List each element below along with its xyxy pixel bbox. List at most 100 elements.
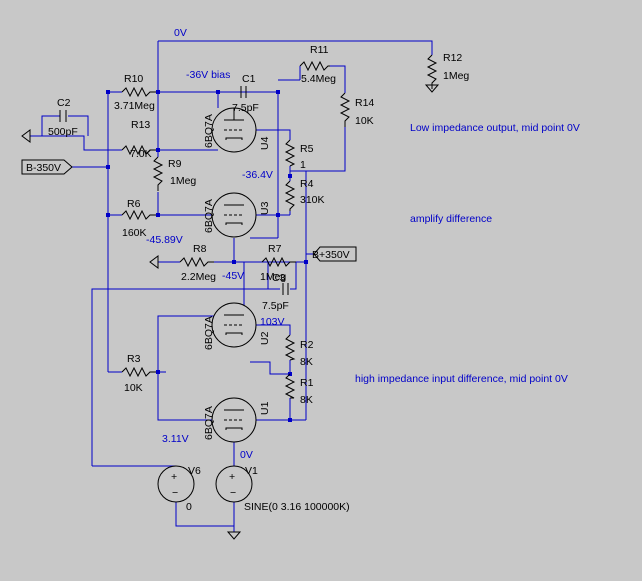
ground-c2-icon — [21, 129, 31, 143]
port-flags — [21, 159, 357, 262]
port-b-plus-flag — [313, 246, 357, 262]
port-b-plus-label: B+350V — [312, 249, 350, 261]
tube-u3-symbol — [211, 192, 257, 238]
v6-symbol: + − — [157, 465, 195, 503]
c1-name: C1 — [242, 73, 256, 85]
port-b-minus-label: B-350V — [26, 162, 61, 174]
ground-r8-icon — [149, 255, 159, 269]
v6-name: V6 — [188, 465, 201, 477]
r12-value: 1Meg — [443, 70, 469, 82]
u2-name: U2 — [259, 331, 271, 345]
svg-text:−: − — [172, 487, 178, 499]
r5-name: R5 — [300, 143, 314, 155]
svg-text:−: − — [230, 487, 236, 499]
node-label-v364: -36.4V — [242, 169, 273, 181]
c1-value: 7.5pF — [232, 102, 259, 114]
r4-symbol — [284, 180, 296, 211]
v1-symbol: + − — [215, 465, 253, 503]
r13-value: 7.0K — [130, 148, 152, 160]
r1-name: R1 — [300, 377, 314, 389]
r7-symbol — [261, 256, 296, 268]
r11-value: 5.4Meg — [301, 73, 336, 85]
r9-name: R9 — [168, 158, 182, 170]
c2-value: 500pF — [48, 126, 78, 138]
c1-symbol — [240, 86, 247, 98]
tube-u4-symbol — [211, 107, 257, 153]
u4-name: U4 — [259, 136, 271, 150]
v6-value: 0 — [186, 501, 192, 513]
r6-symbol — [121, 209, 156, 221]
r11-symbol — [299, 60, 330, 72]
tube-u2-symbol — [211, 302, 257, 348]
r4-value: 310K — [300, 194, 325, 206]
r9-symbol — [152, 156, 164, 191]
node-label-zero-bottom: 0V — [240, 449, 253, 461]
v1-name: V1 — [245, 465, 258, 477]
ground-bottom-icon — [226, 531, 242, 540]
c3-symbol — [282, 283, 289, 295]
r11-name: R11 — [310, 44, 329, 56]
resistors — [121, 54, 438, 399]
r7-name: R7 — [268, 243, 282, 255]
u2-model: 6BQ7A — [203, 316, 215, 350]
r3-name: R3 — [127, 353, 141, 365]
r14-value: 10K — [355, 115, 374, 127]
r10-name: R10 — [124, 73, 143, 85]
r10-value: 3.71Meg — [114, 100, 155, 112]
svg-text:+: + — [171, 471, 177, 483]
r2-name: R2 — [300, 339, 314, 351]
c2-symbol — [59, 110, 67, 122]
tube-u1-symbol — [211, 397, 257, 443]
r4-name: R4 — [300, 178, 314, 190]
svg-text:+: + — [229, 471, 235, 483]
capacitors — [59, 86, 289, 295]
annotation-high-impedance: high impedance input difference, mid poi… — [355, 373, 568, 385]
r5-value: 1 — [300, 159, 306, 171]
r2-symbol — [284, 334, 296, 361]
r1-value: 8K — [300, 394, 313, 406]
r6-value: 160K — [122, 227, 147, 239]
port-b-minus-flag — [21, 159, 73, 175]
node-label-bias: -36V bias — [186, 69, 230, 81]
c3-name: C3 — [272, 272, 286, 284]
r9-value: 1Meg — [170, 175, 196, 187]
r7-value: 1Meg — [260, 271, 286, 283]
u4-model: 6BQ7A — [203, 114, 215, 148]
node-label-zero-top: 0V — [174, 27, 187, 39]
grounds — [21, 84, 440, 540]
u1-name: U1 — [259, 401, 271, 415]
u1-model: 6BQ7A — [203, 406, 215, 440]
r3-value: 10K — [124, 382, 143, 394]
node-label-v4589: -45.89V — [146, 234, 183, 246]
r2-value: 8K — [300, 356, 313, 368]
r13-name: R13 — [131, 119, 150, 131]
r13-symbol — [121, 144, 156, 156]
wires — [30, 40, 433, 532]
c3-value: 7.5pF — [262, 300, 289, 312]
v1-value: SINE(0 3.16 100000K) — [244, 501, 350, 513]
c2-name: C2 — [57, 97, 71, 109]
u3-name: U3 — [259, 201, 271, 215]
r12-name: R12 — [443, 52, 462, 64]
r1-symbol — [284, 373, 296, 399]
r14-name: R14 — [355, 97, 374, 109]
sources: + − + − — [157, 465, 253, 503]
r10-symbol — [121, 86, 156, 98]
u3-model: 6BQ7A — [203, 199, 215, 233]
r8-symbol — [179, 256, 214, 268]
node-label-v311: 3.11V — [162, 433, 189, 445]
r5-symbol — [284, 139, 296, 167]
annotation-low-impedance: Low impedance output, mid point 0V — [410, 122, 580, 134]
r14-symbol — [339, 92, 351, 127]
node-label-v103: 103V — [260, 316, 285, 328]
r3-symbol — [121, 366, 156, 378]
r12-symbol — [426, 54, 438, 89]
ground-r12-icon — [424, 84, 440, 93]
annotation-amplify: amplify difference — [410, 213, 492, 225]
tubes — [211, 107, 257, 443]
r6-name: R6 — [127, 198, 141, 210]
node-label-v45: -45V — [222, 270, 244, 282]
r8-value: 2.2Meg — [181, 271, 216, 283]
r8-name: R8 — [193, 243, 207, 255]
